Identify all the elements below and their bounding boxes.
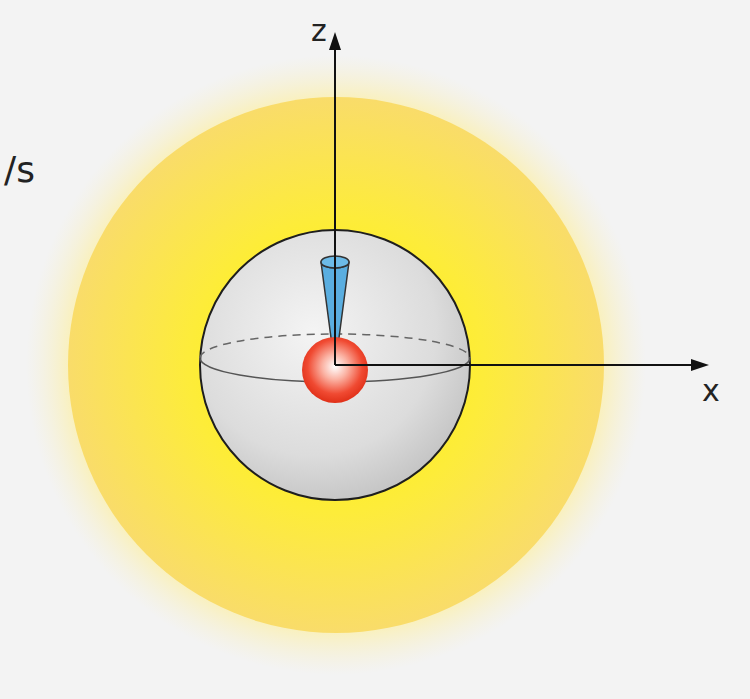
axis-label: z [311, 16, 327, 46]
x-axis [335, 364, 692, 366]
x-arrowhead [691, 359, 709, 371]
cropped-label: /s [4, 152, 35, 188]
z-arrowhead [329, 32, 341, 50]
z-axis [334, 48, 336, 365]
axis-label: x [702, 376, 720, 406]
